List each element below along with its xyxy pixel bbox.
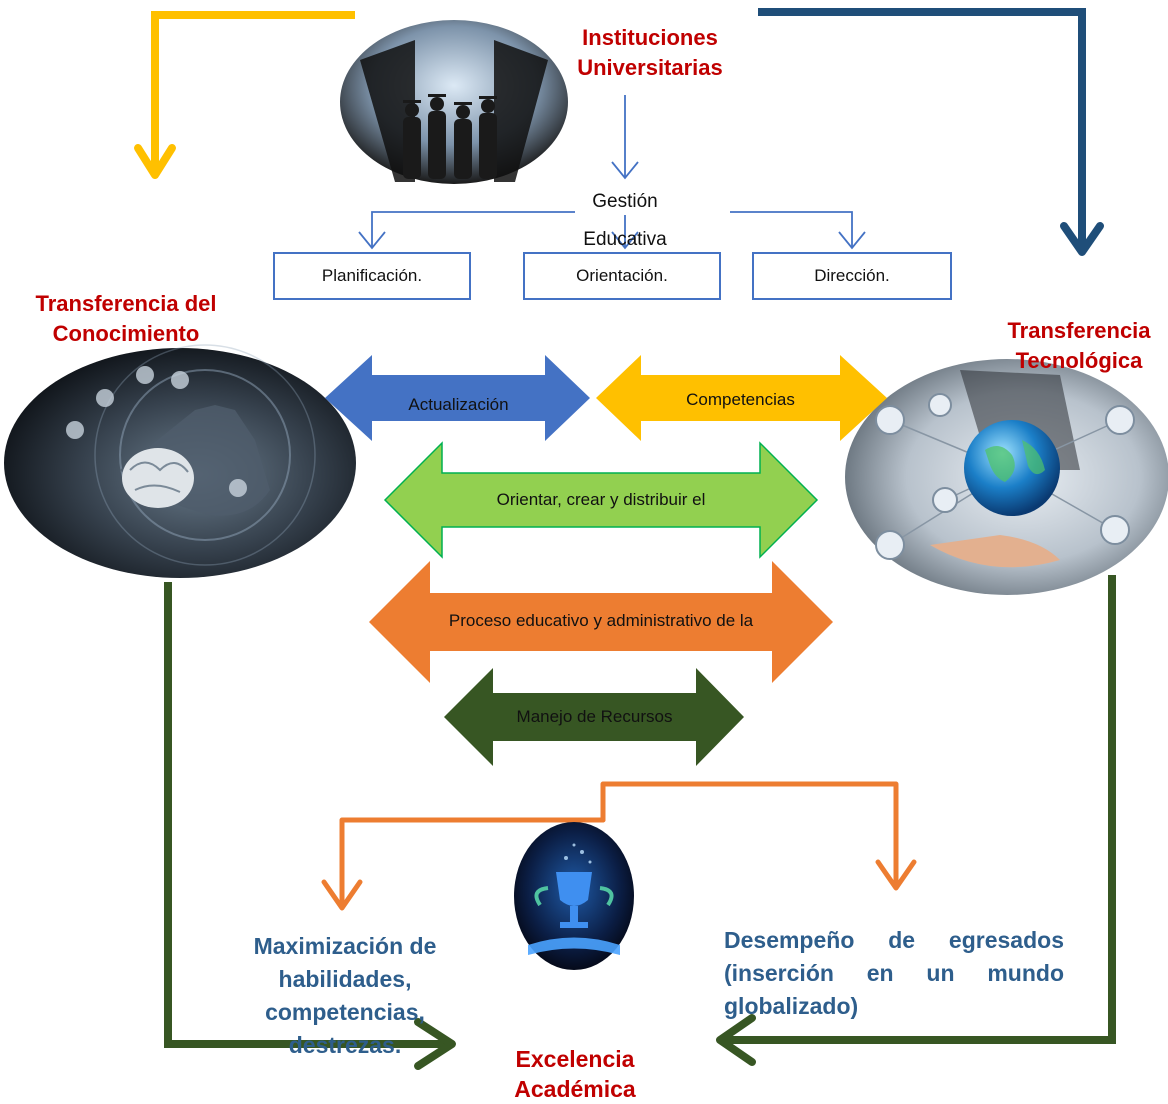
right-green-connector — [716, 575, 1116, 1066]
diagram-canvas — [4, 8, 1168, 1070]
yellow-connector — [134, 11, 355, 179]
direccion-label: Dirección. — [814, 266, 890, 285]
manejo-arrow — [444, 668, 744, 766]
direccion-box: Dirección. — [752, 252, 952, 300]
proceso-label: Proceso educativo y administrativo de la — [448, 611, 754, 630]
title-to-gestion-arrow — [611, 95, 639, 250]
planificacion-label: Planificación. — [321, 266, 423, 285]
manejo-label: Manejo de Recursos — [516, 707, 673, 726]
gestion-branch-arrows — [358, 211, 866, 250]
navy-connector — [758, 8, 1104, 256]
graduates-image — [340, 20, 568, 184]
knowledge-transfer-title: Transferencia del Conocimiento — [35, 291, 217, 346]
orientacion-label: Orientación. — [576, 266, 668, 285]
actualizacion-arrow — [325, 355, 590, 441]
knowledge-image — [4, 344, 356, 578]
orange-branch-connector — [321, 781, 917, 911]
instituciones-title: Instituciones Universitarias — [577, 25, 723, 80]
gestion-label: Gestión Educativa — [583, 191, 667, 250]
technology-transfer-title: Transferencia Tecnológica — [1007, 318, 1151, 373]
desempeno-text: Desempeño de egresados (inserción en un … — [724, 927, 1064, 1019]
orientacion-box: Orientación. — [523, 252, 721, 300]
actualizacion-label: Actualización — [408, 395, 509, 414]
trophy-image — [514, 822, 634, 970]
excelencia-title: Excelencia Académica — [514, 1046, 636, 1102]
maximizacion-text: Maximización de habilidades, competencia… — [253, 933, 437, 1058]
competencias-arrow — [596, 355, 887, 441]
left-green-connector — [164, 582, 456, 1070]
orientar-label: Orientar, crear y distribuir el — [496, 490, 706, 509]
orientar-arrow — [383, 441, 819, 559]
planificacion-box: Planificación. — [273, 252, 471, 300]
proceso-arrow — [369, 561, 833, 683]
technology-image — [845, 359, 1168, 595]
competencias-label: Competencias — [686, 390, 795, 409]
